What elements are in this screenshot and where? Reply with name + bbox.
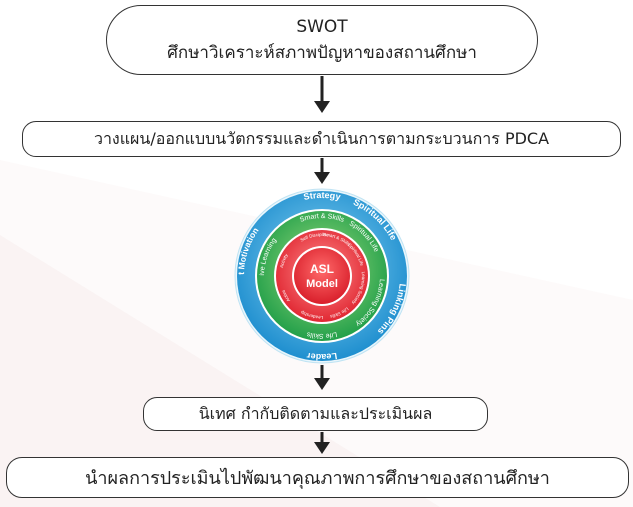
middle-label-smart-skills: Smart & Skills [299, 213, 345, 224]
svg-text:Smart & Skills: Smart & Skills [299, 213, 345, 224]
inner-label-activity: Activity [279, 252, 289, 268]
improve-step-box: นำผลการประเมินไปพัฒนาคุณภาพการศึกษาของสถ… [6, 457, 629, 498]
supervise-step-box: นิเทศ กำกับติดตามและประเมินผล [143, 397, 488, 431]
swot-step-box: SWOT ศึกษาวิเคราะห์สภาพปัญหาของสถานศึกษา [106, 5, 538, 75]
plan-step-text: วางแผน/ออกแบบนวัตกรรมและดำเนินการตามกระบ… [93, 128, 550, 148]
svg-text:Leader: Leader [306, 351, 338, 362]
model-center-line2: Model [306, 278, 338, 290]
model-center [294, 248, 350, 304]
inner-label-self-discipline: Self Discipline [299, 232, 329, 243]
svg-text:Activity: Activity [279, 252, 289, 268]
inner-label-leadership: Leadership [299, 309, 323, 320]
svg-text:Leadership: Leadership [299, 309, 323, 320]
svg-text:Life Skills: Life Skills [306, 330, 338, 339]
outer-label-leader: Leader [306, 351, 338, 362]
svg-text:Self Discipline: Self Discipline [299, 232, 329, 243]
model-center-line1: ASL [310, 262, 334, 276]
swot-description: ศึกษาวิเคราะห์สภาพปัญหาของสถานศึกษา [167, 43, 477, 63]
improve-step-text: นำผลการประเมินไปพัฒนาคุณภาพการศึกษาของสถ… [85, 468, 550, 489]
asl-model-diagram: ASL Model Strategy Spiritual Life Linkin… [234, 188, 410, 364]
middle-label-life-skills: Life Skills [306, 330, 338, 339]
swot-title: SWOT [296, 17, 348, 37]
svg-text:Strategy: Strategy [303, 190, 342, 202]
plan-step-box: วางแผน/ออกแบบนวัตกรรมและดำเนินการตามกระบ… [22, 121, 621, 157]
svg-text:Active: Active [280, 289, 291, 303]
outer-label-strategy: Strategy [303, 190, 342, 202]
supervise-step-text: นิเทศ กำกับติดตามและประเมินผล [198, 403, 433, 423]
inner-label-active: Active [280, 289, 291, 303]
